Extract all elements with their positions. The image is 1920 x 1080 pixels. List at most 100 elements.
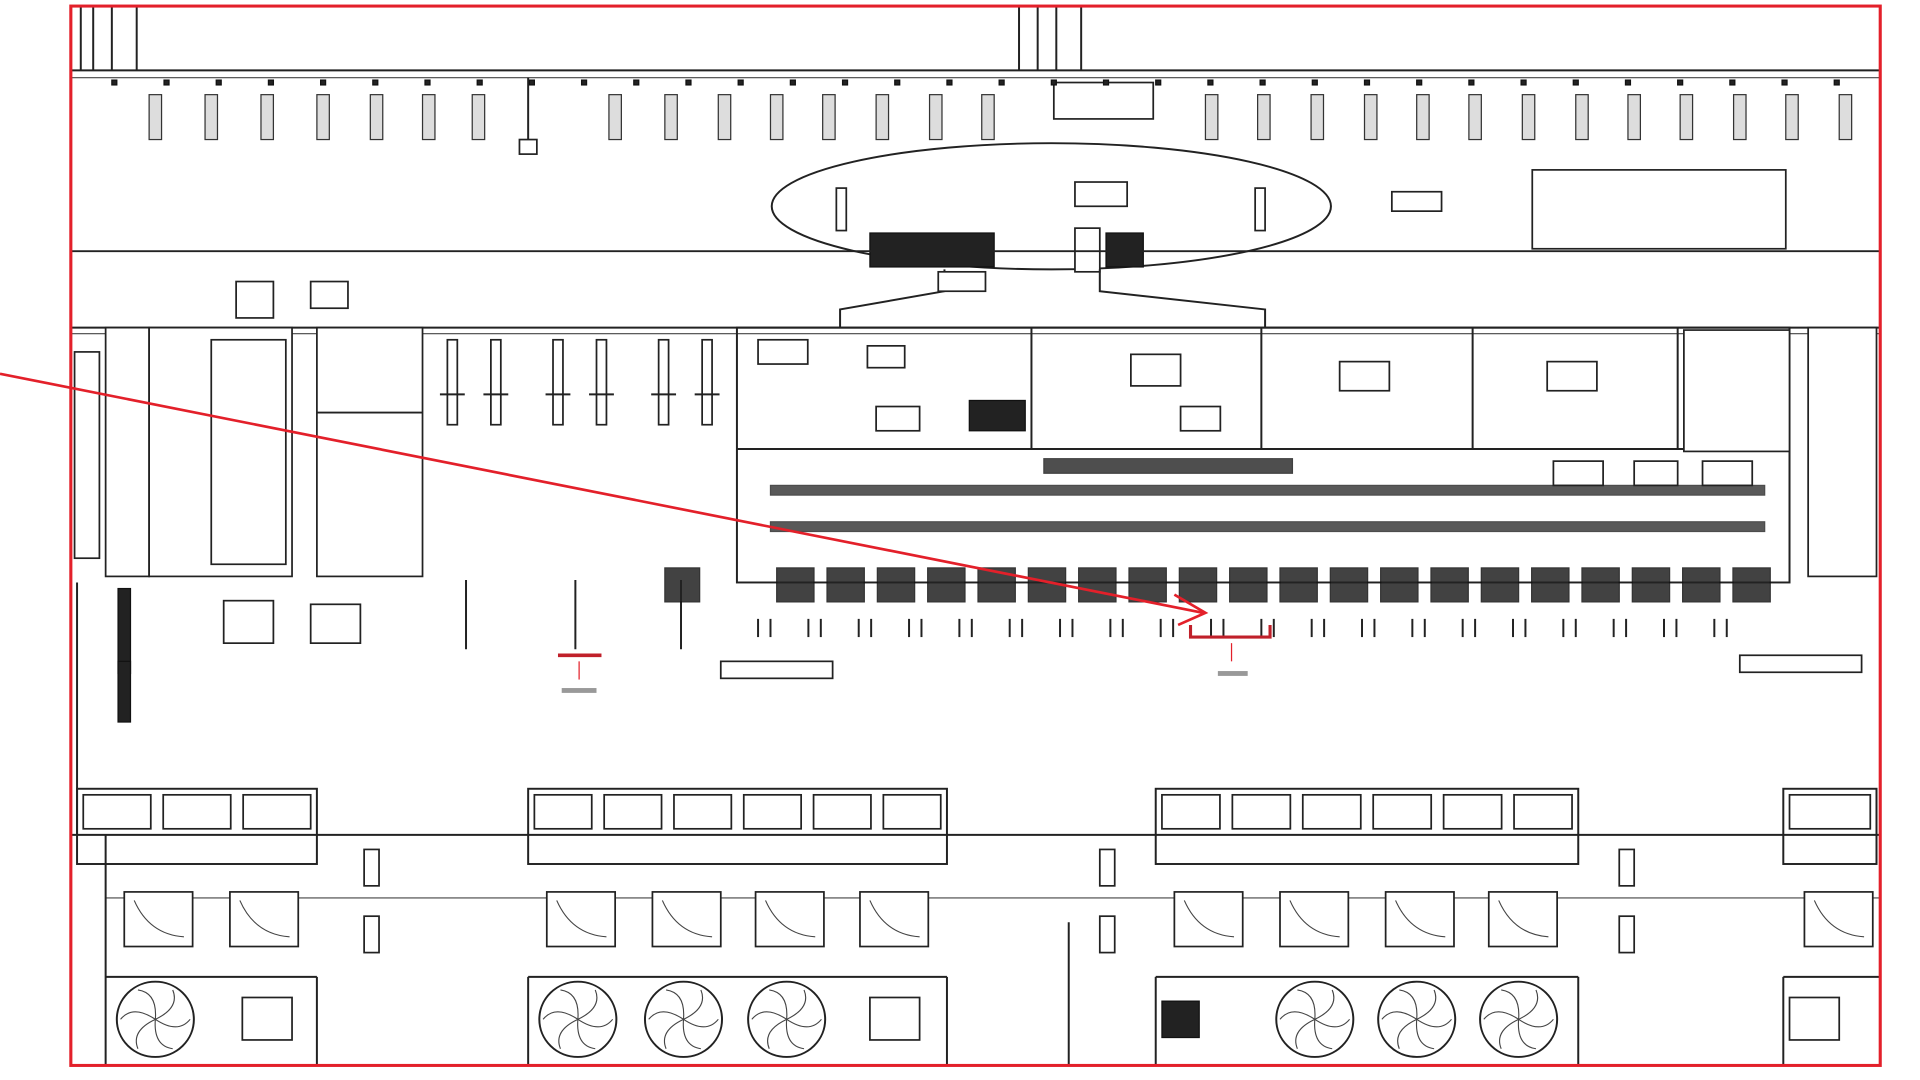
column-marker bbox=[633, 79, 640, 86]
machine-box bbox=[1384, 891, 1455, 948]
robot-cell bbox=[1732, 567, 1771, 603]
left-edge-panels bbox=[73, 351, 101, 560]
robot-cell bbox=[1329, 567, 1369, 603]
left-top-panel-b bbox=[309, 280, 349, 310]
fan-icon bbox=[538, 980, 618, 1058]
column-marker bbox=[1833, 79, 1840, 86]
machine-curve bbox=[1183, 900, 1235, 938]
annotation-label-smudge bbox=[1217, 671, 1248, 676]
robot-cell bbox=[776, 567, 815, 603]
fan-blade bbox=[1314, 1018, 1351, 1028]
machine-box bbox=[651, 891, 722, 948]
fan-blade bbox=[683, 989, 704, 1020]
top-rack bbox=[421, 94, 436, 141]
robot-cell bbox=[876, 567, 916, 603]
machine-curve bbox=[133, 900, 184, 938]
column-marker bbox=[1781, 79, 1788, 86]
column-marker bbox=[1729, 79, 1736, 86]
machine-box bbox=[1803, 891, 1874, 948]
ellipse-center-panel bbox=[1074, 181, 1129, 208]
top-rack bbox=[204, 94, 219, 141]
column-marker bbox=[1363, 79, 1371, 86]
fan-blade bbox=[154, 1019, 173, 1050]
conveyor-line-upper bbox=[769, 484, 1766, 496]
column-marker bbox=[946, 79, 953, 86]
top-rack bbox=[1521, 94, 1536, 141]
column-marker bbox=[111, 79, 118, 86]
machine-box bbox=[123, 891, 194, 948]
ellipse-chute bbox=[1074, 227, 1101, 273]
top-left-pillar bbox=[79, 6, 138, 71]
bottom-room-cell bbox=[812, 793, 872, 830]
bottom-room-cell bbox=[603, 793, 663, 830]
fan-blade bbox=[120, 1011, 156, 1020]
column-marker bbox=[1207, 79, 1214, 86]
fan-blade bbox=[1314, 989, 1335, 1020]
column-marker bbox=[894, 79, 901, 86]
top-rack bbox=[608, 94, 622, 141]
bottom-room-cell bbox=[882, 793, 942, 830]
column-post bbox=[1618, 848, 1636, 887]
fan-blade bbox=[542, 1011, 579, 1020]
vertical-post bbox=[595, 338, 608, 426]
fan-icon bbox=[747, 980, 827, 1058]
machine-box bbox=[545, 891, 617, 948]
machine-curve bbox=[556, 900, 607, 938]
fan-blade bbox=[1518, 1018, 1554, 1028]
connector-panel bbox=[937, 270, 987, 293]
robot-cell bbox=[1430, 567, 1469, 603]
robot-cell bbox=[1581, 567, 1620, 603]
left-control-room bbox=[316, 326, 424, 578]
highlight-frame bbox=[69, 4, 1882, 1067]
label-panel bbox=[1738, 654, 1863, 674]
fan-blade bbox=[1518, 989, 1539, 1020]
robot-cell bbox=[1078, 567, 1117, 603]
top-equipment-panel bbox=[1052, 81, 1155, 120]
annotation-bracket bbox=[1188, 624, 1272, 639]
column-marker bbox=[1624, 79, 1632, 86]
machine-curve bbox=[869, 900, 920, 938]
machine-box bbox=[859, 891, 930, 948]
top-rack bbox=[1310, 94, 1325, 141]
bottom-room-cell bbox=[1231, 793, 1292, 830]
fan-blade bbox=[1483, 1011, 1519, 1020]
column-marker bbox=[528, 79, 535, 86]
top-rack bbox=[1838, 94, 1853, 141]
machine-box bbox=[1487, 891, 1558, 948]
top-rack bbox=[1257, 94, 1271, 141]
vertical-post bbox=[490, 338, 502, 426]
column-post bbox=[1098, 915, 1116, 954]
fan-blade bbox=[769, 989, 788, 1020]
room-crossbox bbox=[1179, 405, 1222, 432]
stairs bbox=[1788, 996, 1841, 1041]
bottom-room-group bbox=[1154, 787, 1580, 865]
top-rack bbox=[822, 94, 836, 141]
room-panel bbox=[1546, 360, 1598, 392]
fan-blade bbox=[1415, 1019, 1435, 1050]
column-marker bbox=[789, 79, 796, 86]
top-rack bbox=[1204, 94, 1219, 141]
conveyor-panel bbox=[1701, 460, 1754, 487]
room-crossbox-dark bbox=[968, 399, 1026, 432]
room-panel bbox=[757, 338, 809, 365]
bottom-room-cell bbox=[1301, 793, 1362, 830]
annotation-arrowhead bbox=[1173, 593, 1209, 627]
column-marker bbox=[841, 79, 849, 86]
fan-blade bbox=[1314, 1019, 1333, 1050]
column-marker bbox=[1468, 79, 1475, 86]
plan-structure bbox=[70, 6, 1881, 1066]
bottom-room-cell bbox=[242, 793, 312, 830]
column-post bbox=[1098, 848, 1116, 887]
top-rack bbox=[1627, 94, 1642, 141]
top-rack bbox=[316, 94, 330, 141]
column-marker bbox=[685, 79, 692, 86]
left-lower-rack-b bbox=[117, 660, 132, 723]
column-post bbox=[363, 848, 380, 887]
bottom-room-cell bbox=[1788, 793, 1872, 830]
left-stack bbox=[104, 326, 150, 578]
fan-blade bbox=[137, 989, 157, 1020]
annotation-layer bbox=[0, 372, 1272, 693]
column-post bbox=[363, 915, 380, 954]
fan-blade bbox=[155, 989, 175, 1020]
